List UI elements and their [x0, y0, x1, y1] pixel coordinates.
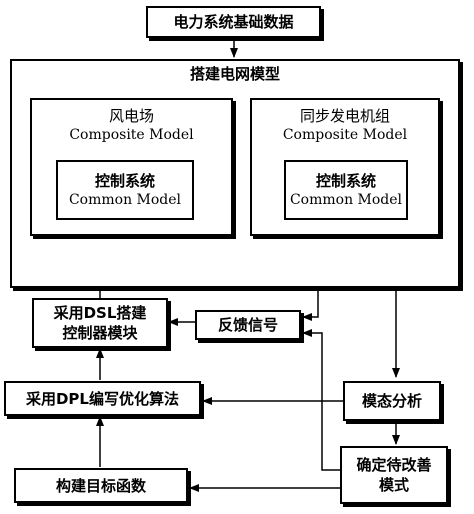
- grid-model-title: 搭建电网模型: [189, 65, 280, 83]
- sync-gen-name: 同步发电机组: [299, 107, 390, 125]
- base-data-box: 电力系统基础数据: [146, 6, 321, 38]
- wind-farm-model: Composite Model: [69, 127, 194, 143]
- modal-analysis-box: 模态分析: [343, 381, 441, 421]
- wind-control-model: Common Model: [68, 191, 182, 208]
- dpl-opt-box: 采用DPL编写优化算法: [4, 381, 201, 416]
- wind-farm-name: 风电场: [108, 107, 154, 125]
- feedback-box: 反馈信号: [195, 310, 301, 340]
- wind-control-name: 控制系统: [94, 171, 155, 190]
- wind-control-box: 控制系统 Common Model: [56, 160, 194, 220]
- mode-improve-box: 确定待改善 模式: [340, 446, 448, 504]
- dsl-module-line1: 采用DSL搭建: [53, 304, 147, 322]
- mode-improve-line1: 确定待改善: [356, 456, 432, 474]
- mode-improve-line2: 模式: [378, 476, 409, 494]
- dsl-module-line2: 控制器模块: [62, 324, 138, 342]
- feedback-label: 反馈信号: [217, 316, 278, 334]
- arrow-mode-to-feedback: [302, 329, 340, 471]
- sync-control-name: 控制系统: [315, 171, 376, 190]
- arrow-grid-to-feedback: [302, 288, 319, 321]
- objective-box: 构建目标函数: [14, 468, 188, 503]
- modal-analysis-label: 模态分析: [361, 392, 422, 410]
- sync-gen-model: Composite Model: [282, 127, 408, 143]
- dpl-opt-label: 采用DPL编写优化算法: [25, 389, 179, 408]
- objective-label: 构建目标函数: [55, 476, 146, 495]
- sync-control-box: 控制系统 Common Model: [284, 160, 408, 220]
- base-data-label: 电力系统基础数据: [173, 13, 294, 31]
- sync-control-model: Common Model: [289, 191, 403, 208]
- dsl-module-box: 采用DSL搭建 控制器模块: [32, 298, 168, 348]
